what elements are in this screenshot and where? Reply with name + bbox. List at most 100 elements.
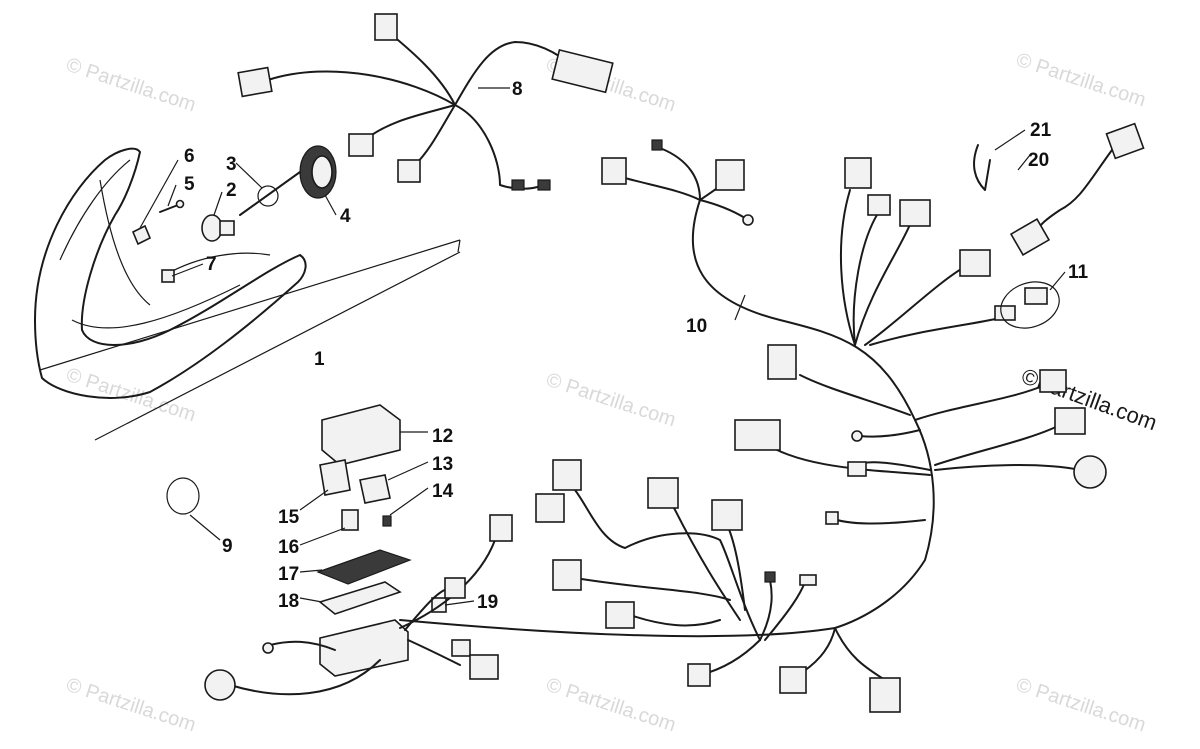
branch-wire (934, 424, 1061, 466)
callout-13: 13 (432, 454, 453, 475)
callout-14: 14 (432, 481, 454, 502)
branch-wire (852, 209, 881, 346)
ring-terminal (742, 214, 754, 226)
harness-connector (994, 305, 1016, 321)
harness-connector (687, 663, 711, 687)
callout-1: 1 (314, 349, 325, 370)
leader-lines (139, 87, 1066, 606)
branch-wire (854, 219, 913, 346)
headlight-assembly (34, 145, 461, 441)
harness-terminal (537, 179, 551, 191)
leader-line (299, 569, 323, 573)
harness-connector (552, 559, 582, 591)
ring-terminal (651, 139, 663, 151)
bulb (201, 214, 235, 242)
branch-wire (759, 439, 931, 476)
watermark-text: © Partzilla.com (63, 54, 198, 117)
callout-3: 3 (226, 154, 237, 175)
harness-connector (451, 639, 471, 657)
fuse-block (319, 619, 409, 677)
bulb-glass (201, 214, 223, 242)
leader-line (213, 191, 223, 216)
branch-wire (574, 577, 731, 601)
harness-connector (535, 493, 565, 523)
housing-detail-lines (59, 159, 241, 329)
harness-connector (767, 344, 797, 380)
branch-wire (934, 464, 1081, 471)
harness-connector (348, 133, 374, 157)
speed-nut (161, 269, 175, 283)
jumper-harness (973, 122, 1145, 256)
relay-large (319, 459, 351, 496)
cap-body (1024, 287, 1048, 305)
branch-wire (759, 579, 773, 641)
harness-connector (552, 459, 582, 491)
boot-wire (239, 171, 301, 216)
leader-line (299, 597, 323, 603)
harness-connector (469, 654, 499, 680)
callout-21: 21 (1030, 120, 1052, 141)
leader-line (389, 487, 429, 516)
harness-connector (779, 666, 807, 694)
headlight-clip (131, 224, 152, 246)
leader-line (299, 489, 329, 511)
callout-17: 17 (278, 564, 299, 585)
harness-connector (444, 577, 466, 599)
callout-labels: 1 2 3 4 5 6 7 8 9 10 11 12 13 14 15 16 1… (184, 79, 1089, 613)
harness-connector (237, 66, 273, 98)
watermark-text: © Partzilla.com (63, 674, 198, 737)
harness-connector (489, 514, 513, 542)
harness-connector (551, 48, 614, 94)
harness-connector (869, 677, 901, 713)
harness-connector (1054, 407, 1086, 435)
branch-wire (829, 517, 926, 525)
harness-connector (959, 249, 991, 277)
callout-10: 10 (686, 316, 707, 337)
callout-12: 12 (432, 426, 453, 447)
branch-wire (669, 499, 741, 621)
branch-wire (834, 627, 886, 681)
branch-wire (624, 177, 701, 201)
housing-lens-edge (164, 252, 271, 276)
callout-20: 20 (1028, 150, 1049, 171)
harness-connector (734, 419, 781, 451)
leader-line (734, 294, 746, 321)
callout-4: 4 (340, 206, 351, 227)
round-connector (204, 669, 236, 701)
leader-line (1017, 154, 1031, 171)
gasket (318, 581, 402, 615)
main-harness (399, 139, 1107, 713)
branch-wire (699, 199, 746, 219)
leader-line (167, 184, 177, 207)
harness-connector (899, 199, 931, 227)
ring-terminal (262, 642, 274, 654)
harness-wire (267, 70, 456, 106)
callout-9: 9 (222, 536, 233, 557)
branch-wire (859, 429, 921, 438)
leader-line (189, 514, 221, 541)
harness-connector (374, 13, 398, 41)
harness-connector (1105, 122, 1145, 160)
harness-connector (1039, 369, 1067, 393)
ring-clamp (166, 477, 200, 515)
leader-line (139, 159, 179, 229)
leader-line (235, 162, 263, 189)
watermark-layer: © Partzilla.com © Partzilla.com © Partzi… (63, 49, 1160, 737)
round-connector (1073, 455, 1107, 489)
leader-line (994, 129, 1026, 151)
relay-small (341, 509, 359, 531)
callout-11: 11 (1068, 262, 1089, 283)
harness-connector (605, 601, 635, 629)
branch-wire (839, 189, 856, 346)
fuse (382, 515, 392, 527)
branch-wire (864, 264, 969, 346)
harness-connector (647, 477, 679, 509)
fuse-box-group (204, 404, 513, 701)
harness-connector (867, 194, 891, 216)
screw (159, 204, 179, 213)
harness-terminal (825, 511, 839, 525)
retainer-spring (257, 185, 279, 207)
callout-5: 5 (184, 174, 195, 195)
